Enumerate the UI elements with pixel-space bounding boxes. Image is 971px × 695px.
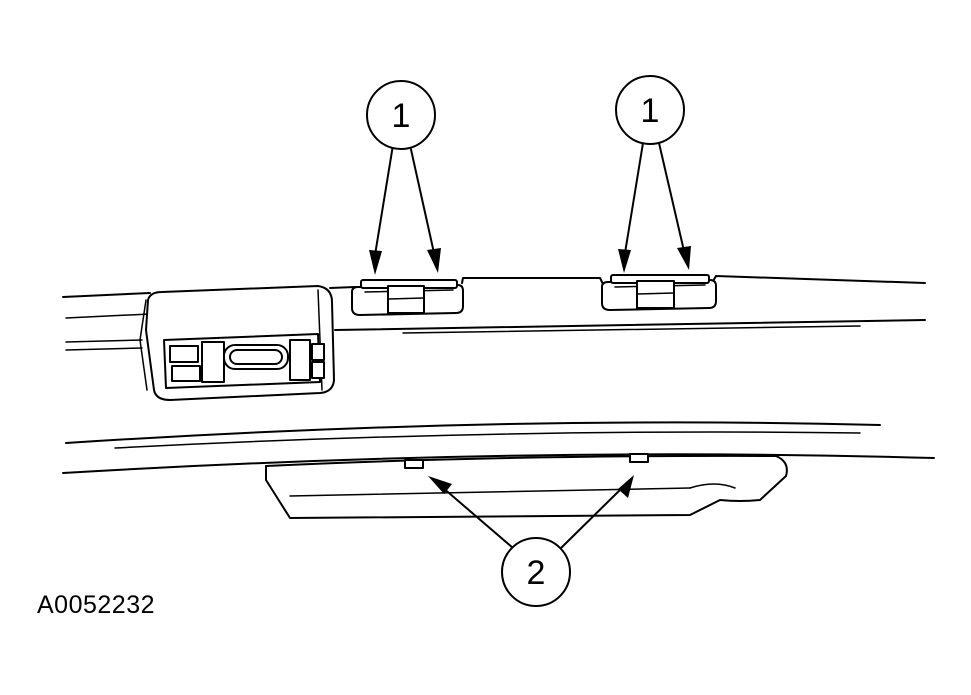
callout-circle bbox=[501, 537, 571, 607]
callout-1-left: 1 bbox=[366, 80, 441, 275]
figure-id: A0052232 bbox=[37, 591, 156, 619]
callout-circle bbox=[366, 80, 436, 150]
clip-left bbox=[351, 279, 464, 316]
tab-left bbox=[404, 459, 424, 469]
lower-trim-panel bbox=[265, 453, 788, 519]
callout-number: 1 bbox=[392, 97, 411, 135]
upper-rail bbox=[62, 275, 926, 351]
callout-1-right: 1 bbox=[615, 75, 691, 273]
clip-right bbox=[601, 274, 717, 311]
callout-number: 1 bbox=[641, 92, 660, 130]
connector-housing bbox=[139, 285, 335, 401]
tab-right bbox=[629, 453, 649, 463]
lower-rail bbox=[62, 421, 935, 474]
callout-circle bbox=[615, 75, 685, 145]
callout-2: 2 bbox=[428, 475, 634, 607]
callout-number: 2 bbox=[527, 554, 546, 592]
